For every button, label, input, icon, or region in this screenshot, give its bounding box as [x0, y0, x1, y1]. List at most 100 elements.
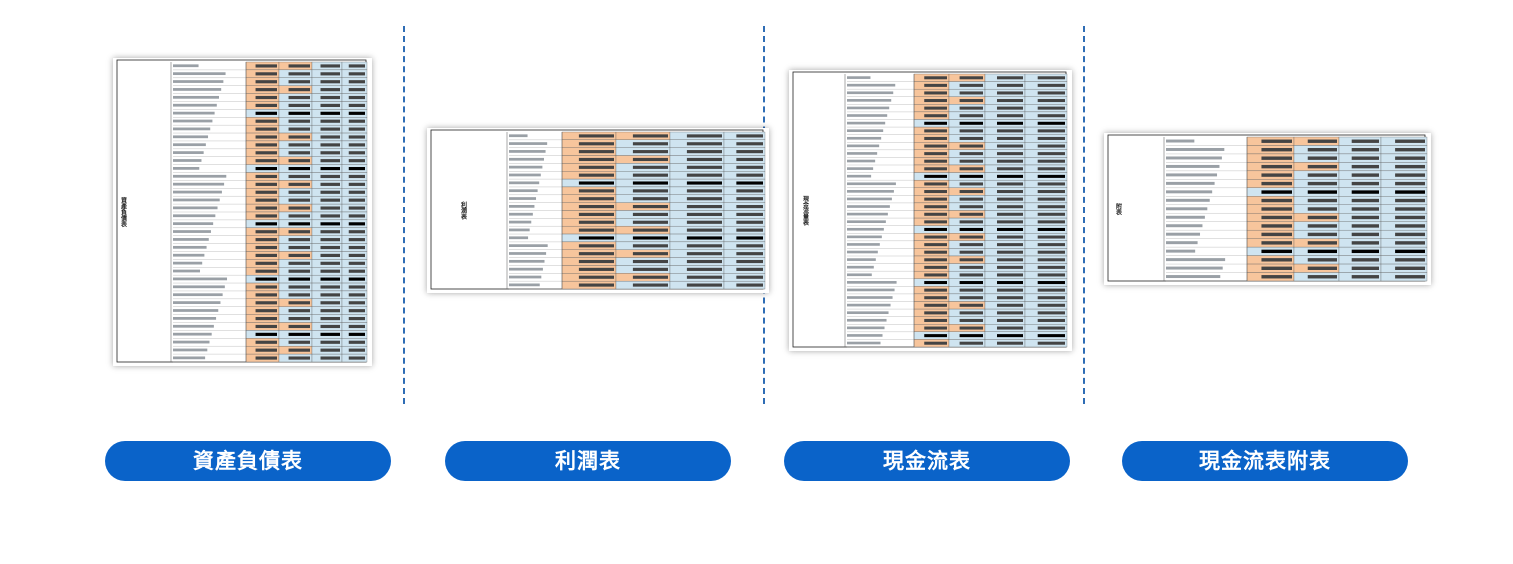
value-digits	[348, 340, 365, 344]
value-digits	[1395, 258, 1425, 262]
row-label-line	[847, 152, 878, 155]
value-digits	[924, 159, 947, 163]
value-digits	[1307, 241, 1337, 245]
value-digits	[348, 190, 365, 194]
row-label-line	[847, 144, 880, 148]
income-statement-thumbnail[interactable]: 利潤表	[427, 128, 769, 293]
value-digits	[997, 152, 1023, 156]
row-label-line	[847, 250, 878, 254]
value-digits	[288, 317, 310, 321]
row-label-line	[847, 227, 884, 231]
value-digits	[959, 288, 983, 292]
row-label-line	[173, 214, 216, 218]
value-digits	[255, 127, 277, 131]
section-divider	[1083, 26, 1085, 404]
value-digits	[578, 283, 614, 287]
row-label-line	[173, 324, 214, 328]
value-digits	[924, 190, 947, 194]
value-digits	[959, 91, 983, 95]
value-digits	[320, 72, 340, 76]
row-label-line	[173, 190, 222, 194]
value-digits	[686, 189, 722, 193]
value-digits	[320, 238, 340, 242]
value-digits	[288, 293, 310, 297]
value-digits	[736, 220, 763, 224]
cash-flow-supplement-button[interactable]: 現金流表附表	[1122, 441, 1408, 481]
value-digits	[924, 326, 947, 330]
value-digits	[1037, 334, 1065, 338]
value-digits	[1395, 266, 1425, 270]
value-digits	[632, 267, 668, 271]
value-digits	[686, 165, 722, 169]
value-digits	[255, 238, 277, 242]
row-label-line	[1166, 198, 1210, 202]
value-digits	[924, 99, 947, 103]
value-digits	[1395, 164, 1425, 169]
row-label-line	[173, 135, 209, 139]
balance-sheet-button[interactable]: 資產負債表	[105, 441, 391, 481]
value-digits	[736, 181, 763, 185]
sheet-side-title: 附表	[1115, 202, 1123, 216]
income-statement-button[interactable]: 利潤表	[445, 441, 731, 481]
value-digits	[348, 143, 365, 147]
value-digits	[736, 283, 763, 287]
value-digits	[288, 269, 310, 273]
value-digits	[348, 214, 365, 218]
value-digits	[924, 281, 947, 285]
cash-flow-thumbnail[interactable]: 現金流量表	[789, 70, 1072, 351]
value-digits	[924, 152, 947, 156]
value-digits	[255, 348, 277, 352]
value-digits	[736, 236, 763, 240]
cash-flow-button[interactable]: 現金流表	[784, 441, 1070, 481]
row-label-line	[173, 340, 210, 344]
value-digits	[959, 182, 983, 186]
row-label-line	[509, 189, 538, 193]
value-digits	[578, 212, 614, 216]
value-digits	[578, 228, 614, 232]
row-label-line	[847, 296, 893, 299]
value-digits	[348, 95, 365, 100]
value-digits	[288, 167, 310, 171]
value-digits	[632, 283, 668, 287]
value-digits	[924, 250, 947, 254]
value-digits	[736, 259, 763, 264]
value-digits	[686, 134, 722, 138]
value-digits	[1395, 148, 1425, 152]
value-digits	[348, 317, 365, 321]
row-label-line	[509, 244, 548, 248]
value-digits	[288, 340, 310, 344]
row-label-line	[847, 129, 884, 133]
value-digits	[255, 356, 277, 360]
value-digits	[686, 205, 722, 209]
value-digits	[924, 220, 947, 224]
value-digits	[1307, 258, 1337, 262]
value-digits	[736, 267, 763, 271]
value-digits	[997, 129, 1023, 133]
value-digits	[255, 119, 277, 123]
row-label-line	[1166, 190, 1213, 194]
value-digits	[924, 129, 947, 133]
row-label-line	[173, 167, 200, 170]
value-digits	[1395, 190, 1425, 194]
value-digits	[288, 190, 310, 194]
value-digits	[348, 174, 365, 179]
value-digits	[348, 348, 365, 352]
value-digits	[1261, 156, 1292, 160]
value-digits	[348, 277, 365, 281]
value-digits	[686, 267, 722, 271]
value-digits	[1307, 173, 1337, 177]
value-digits	[686, 275, 722, 279]
value-digits	[997, 190, 1023, 194]
value-digits	[1351, 224, 1379, 228]
balance-sheet-thumbnail[interactable]: 資產負債表	[113, 58, 372, 366]
value-digits	[1037, 167, 1065, 171]
value-digits	[736, 244, 763, 248]
value-digits	[1395, 181, 1425, 186]
row-label-line	[847, 265, 874, 269]
cash-flow-supplement-thumbnail[interactable]: 附表	[1104, 133, 1431, 285]
row-label-line	[847, 159, 876, 163]
value-digits	[320, 182, 340, 186]
row-label-line	[173, 182, 225, 186]
value-digits	[686, 236, 722, 240]
value-digits	[959, 152, 983, 156]
